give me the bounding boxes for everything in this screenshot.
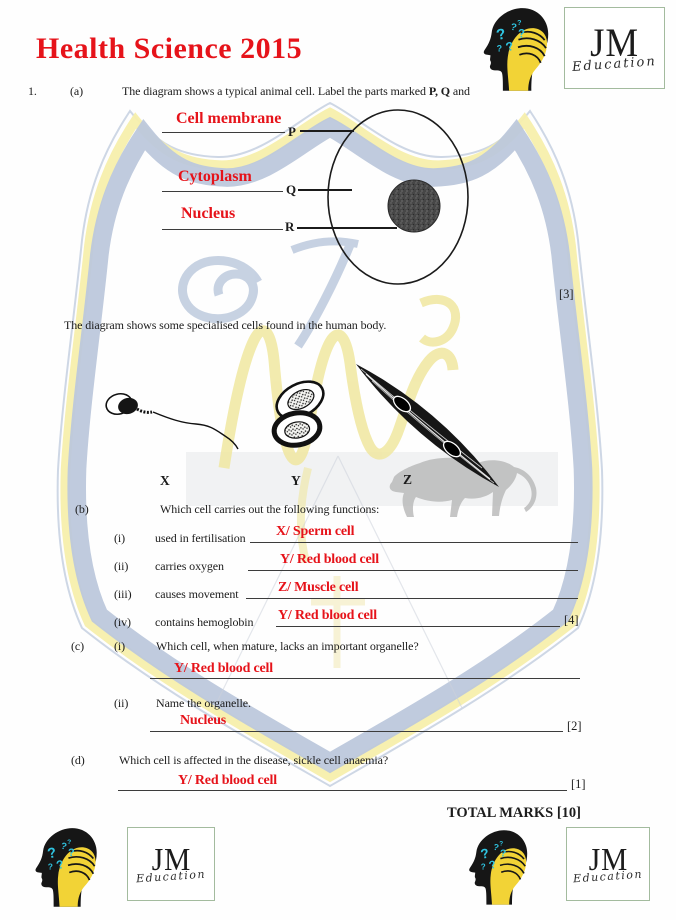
part-a-question: The diagram shows a typical animal cell.… [122,84,470,99]
total-marks: TOTAL MARKS [10] [447,805,582,821]
brain-head-logo-icon [30,821,106,913]
jm-education-logo: JM Education [127,827,215,901]
part-a-text-pre: The diagram shows a typical animal cell.… [122,84,429,98]
marks-b: [4] [564,613,579,627]
answer-cell-membrane: Cell membrane [176,110,282,127]
item-answer: Y/ Red blood cell [280,552,379,567]
part-a-label: (a) [70,84,84,98]
brain-head-logo-icon [464,821,536,913]
jm-script-text: Education [572,867,644,886]
answer-nucleus: Nucleus [181,205,236,222]
cell-label-y: Y [291,473,301,488]
lion-silhouette [389,457,537,517]
item-number: (iv) [114,615,131,629]
answer-blank-q [162,191,283,193]
answer-blank-r [162,229,283,231]
jm-brand-text: JM [590,19,639,65]
muscle-cell-drawing [356,364,499,487]
item-number: (ii) [114,696,129,710]
answer-blank [150,731,563,733]
item-text: Which cell, when mature, lacks an import… [156,639,419,653]
cell-label-z: Z [403,472,413,487]
part-b-question: Which cell carries out the following fun… [160,502,380,516]
answer-blank [150,678,580,680]
jm-brand-text: JM [151,841,191,878]
answer-blank [118,790,567,792]
item-text: causes movement [155,587,239,601]
red-blood-cells-drawing [271,380,325,448]
page-title: Health Science 2015 [36,32,303,65]
answer-cytoplasm: Cytoplasm [178,168,252,185]
label-r: R [285,219,295,234]
pointer-line-p [300,130,354,132]
shield-bands [56,101,604,788]
pointer-line-r [297,227,397,229]
item-answer: X/ Sperm cell [276,524,355,539]
monogram-blue [178,237,359,349]
jm-script-text: Education [571,53,658,75]
item-number: (i) [114,531,126,545]
answer-blank [246,598,578,600]
cell-label-x: X [160,473,170,488]
answer-blank-p [162,132,285,134]
cell-membrane-outline [327,109,469,285]
jm-education-logo: JM Education [564,7,665,89]
item-answer: Nucleus [180,713,227,728]
animal-cell-diagram [327,109,469,285]
item-text: carries oxygen [155,559,224,573]
yellow-cross-flourish [311,576,365,668]
marks-c: [2] [567,719,582,733]
item-answer: Y/ Red blood cell [278,608,377,623]
specialised-cells-figure [105,364,499,487]
item-number: (i) [114,639,126,653]
item-number: (ii) [114,559,129,573]
monogram-yellow [218,294,461,564]
pointer-line-q [298,189,352,191]
brain-head-logo-icon [478,4,558,94]
question-number: 1. [28,84,37,98]
label-q: Q [286,182,297,197]
item-answer: Z/ Muscle cell [278,580,359,595]
item-number: (iii) [114,587,132,601]
marks-d: [1] [571,777,586,791]
item-text: used in fertilisation [155,531,246,545]
jm-script-text: Education [135,867,207,886]
part-a-text-post: and [450,84,470,98]
marks-a: [3] [559,287,574,301]
item-text: contains hemoglobin [155,615,254,629]
part-b-label: (b) [75,502,89,516]
item-answer: Y/ Red blood cell [174,661,273,676]
part-d-question: Which cell is affected in the disease, s… [119,753,389,767]
cells-intro-text: The diagram shows some specialised cells… [64,318,387,332]
part-d-label: (d) [71,753,85,767]
label-p: P [288,124,296,139]
answer-blank [248,570,578,572]
part-c-label: (c) [71,639,85,653]
answer-blank [250,542,578,544]
sperm-cell-drawing [105,392,239,450]
part-a-text-bold: P, Q [428,84,450,98]
nucleus-shape [387,179,441,233]
jm-education-logo: JM Education [566,827,650,901]
item-text: Name the organelle. [156,696,251,710]
item-answer: Y/ Red blood cell [178,773,277,788]
faint-triangle-lines [213,455,463,709]
answer-blank [276,626,560,628]
jm-brand-text: JM [588,841,628,878]
